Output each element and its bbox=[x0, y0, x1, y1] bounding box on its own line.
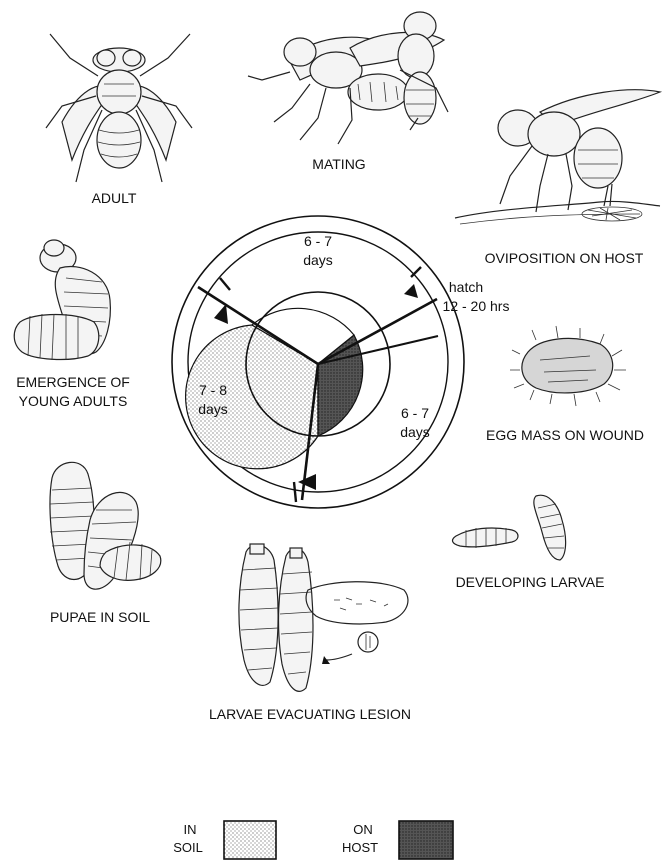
arrow-top-right bbox=[404, 284, 418, 298]
stage-developing-larvae: DEVELOPING LARVAE bbox=[456, 574, 605, 590]
stage-larvae-evacuating: LARVAE EVACUATING LESION bbox=[209, 706, 411, 722]
host-sector bbox=[317, 334, 364, 437]
cycle-diagram bbox=[171, 215, 465, 509]
duration-top-unit: days bbox=[303, 252, 333, 268]
legend-soil-swatch bbox=[223, 820, 277, 860]
ring-tick-top-right bbox=[410, 266, 422, 278]
spoke-bottom bbox=[300, 363, 320, 501]
outer-ring bbox=[171, 215, 465, 509]
spoke-right-upper bbox=[317, 297, 438, 366]
hatch-label: hatch bbox=[449, 279, 483, 295]
legend-soil-label-line1: IN bbox=[184, 822, 197, 837]
stage-egg-mass: EGG MASS ON WOUND bbox=[486, 427, 644, 443]
egg-cluster bbox=[581, 206, 643, 222]
pie-remainder bbox=[250, 307, 355, 365]
stage-adult: ADULT bbox=[92, 190, 137, 206]
legend: IN SOIL ON HOST bbox=[173, 820, 454, 860]
mating-flies-illustration bbox=[247, 11, 449, 145]
inner-ring bbox=[187, 231, 449, 493]
stage-emergence-line1: EMERGENCE OF bbox=[16, 374, 130, 390]
stage-pupae: PUPAE IN SOIL bbox=[50, 609, 150, 625]
spoke-right bbox=[317, 335, 439, 365]
arrow-bottom bbox=[298, 474, 316, 490]
pie-outline bbox=[245, 291, 391, 437]
ring-tick-bottom bbox=[292, 481, 298, 503]
soil-sector bbox=[185, 324, 319, 470]
developing-larvae-illustration bbox=[451, 494, 567, 561]
emergence-illustration bbox=[13, 239, 111, 361]
duration-top-value: 6 - 7 bbox=[304, 233, 332, 249]
spoke-left bbox=[197, 285, 319, 366]
legend-host-swatch bbox=[398, 820, 454, 860]
hatch-value: 12 - 20 hrs bbox=[443, 298, 510, 314]
legend-soil-label-line2: SOIL bbox=[173, 840, 203, 855]
arrow-top-left bbox=[214, 304, 228, 324]
adult-fly-illustration bbox=[45, 33, 193, 183]
duration-right-value: 6 - 7 bbox=[401, 405, 429, 421]
stage-emergence-line2: YOUNG ADULTS bbox=[19, 393, 128, 409]
legend-host-label-line2: HOST bbox=[342, 840, 378, 855]
ring-tick-top-left bbox=[219, 277, 231, 291]
pupae-illustration bbox=[49, 461, 162, 590]
stage-mating: MATING bbox=[312, 156, 365, 172]
duration-left-unit: days bbox=[198, 401, 228, 417]
larvae-evacuating-illustration bbox=[238, 543, 409, 692]
oviposition-illustration bbox=[454, 89, 663, 225]
duration-right-unit: days bbox=[400, 424, 430, 440]
stage-oviposition: OVIPOSITION ON HOST bbox=[485, 250, 644, 266]
legend-host-label-line1: ON bbox=[353, 822, 373, 837]
duration-left-value: 7 - 8 bbox=[199, 382, 227, 398]
egg-mass-illustration bbox=[510, 325, 626, 407]
